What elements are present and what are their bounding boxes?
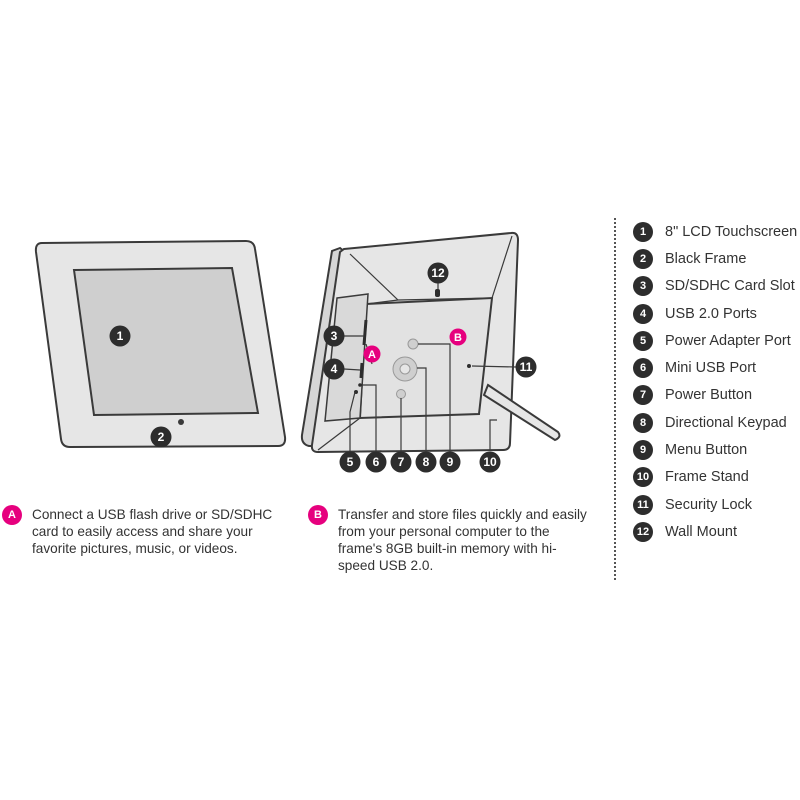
- svg-text:5: 5: [347, 455, 354, 469]
- badge-8: 8: [415, 451, 437, 473]
- svg-text:10: 10: [483, 455, 497, 469]
- legend-label: 8" LCD Touchscreen: [665, 223, 798, 240]
- badge-5: 5: [339, 451, 361, 473]
- diagram-badges: 1 2 3 4 5 6 7 8 9 10 11 12 A B: [109, 262, 537, 473]
- legend-item: 7 Power Button: [633, 382, 800, 409]
- legend-item: 8 Directional Keypad: [633, 409, 800, 436]
- badge-11: 11: [515, 356, 537, 378]
- legend: 1 8" LCD Touchscreen 2 Black Frame 3 SD/SDH…: [633, 218, 800, 546]
- power-button: [396, 389, 406, 399]
- legend-number-badge: 8: [633, 412, 653, 433]
- security-lock: [467, 364, 471, 368]
- frame-stand: [482, 383, 561, 442]
- legend-item: 4 USB 2.0 Ports: [633, 300, 800, 327]
- legend-number-badge: 10: [633, 467, 653, 488]
- svg-text:6: 6: [373, 455, 380, 469]
- badge-9: 9: [439, 451, 461, 473]
- legend-label: Menu Button: [665, 442, 748, 459]
- callout-b-text: Transfer and store files quickly and eas…: [338, 507, 587, 573]
- directional-keypad-center: [399, 363, 411, 375]
- legend-item: 1 8" LCD Touchscreen: [633, 218, 800, 245]
- legend-label: SD/SDHC Card Slot: [665, 278, 795, 295]
- badge-7: 7: [390, 451, 412, 473]
- badge-3: 3: [323, 325, 345, 347]
- legend-number-badge: 7: [633, 385, 653, 406]
- front-sensor: [178, 419, 184, 425]
- callout-b: B Transfer and store files quickly and e…: [308, 505, 593, 574]
- wall-mount-hole: [435, 289, 440, 297]
- menu-button: [407, 338, 419, 350]
- svg-text:8: 8: [423, 455, 430, 469]
- badge-10: 10: [479, 451, 501, 473]
- front-screen: [72, 266, 260, 417]
- legend-number-badge: 2: [633, 248, 653, 269]
- back-view: [300, 231, 561, 454]
- svg-text:7: 7: [398, 455, 405, 469]
- legend-label: Wall Mount: [665, 523, 737, 540]
- badge-a: A: [363, 345, 381, 363]
- callout-a: A Connect a USB flash drive or SD/SDHC c…: [2, 505, 294, 557]
- legend-label: Power Adapter Port: [665, 332, 791, 349]
- leader-lines: [343, 283, 517, 451]
- svg-text:9: 9: [447, 455, 454, 469]
- legend-number-badge: 6: [633, 358, 653, 379]
- badge-4: 4: [323, 358, 345, 380]
- legend-item: 9 Menu Button: [633, 436, 800, 463]
- svg-text:3: 3: [331, 329, 338, 343]
- legend-item: 3 SD/SDHC Card Slot: [633, 273, 800, 300]
- legend-number-badge: 4: [633, 303, 653, 324]
- svg-text:B: B: [454, 332, 462, 344]
- mini-usb-port: [358, 383, 362, 387]
- legend-label: Mini USB Port: [665, 360, 757, 377]
- badge-b: B: [449, 328, 467, 346]
- svg-text:12: 12: [431, 266, 445, 280]
- legend-item: 10 Frame Stand: [633, 464, 800, 491]
- sd-slot: [362, 319, 368, 346]
- legend-label: Directional Keypad: [665, 414, 787, 431]
- usb-port: [359, 362, 364, 379]
- badge-12: 12: [427, 262, 449, 284]
- svg-text:1: 1: [117, 329, 124, 343]
- legend-item: 2 Black Frame: [633, 245, 800, 272]
- legend-number-badge: 1: [633, 221, 653, 242]
- legend-item: 5 Power Adapter Port: [633, 327, 800, 354]
- legend-label: USB 2.0 Ports: [665, 305, 757, 322]
- callout-a-badge: A: [2, 505, 22, 525]
- legend-number-badge: 3: [633, 276, 653, 297]
- dotted-divider: [614, 218, 616, 580]
- callout-a-text: Connect a USB flash drive or SD/SDHC car…: [32, 507, 273, 556]
- legend-item: 6 Mini USB Port: [633, 354, 800, 381]
- legend-number-badge: 12: [633, 521, 653, 542]
- legend-label: Frame Stand: [665, 469, 749, 486]
- badge-6: 6: [365, 451, 387, 473]
- legend-item: 11 Security Lock: [633, 491, 800, 518]
- legend-number-badge: 5: [633, 330, 653, 351]
- svg-text:A: A: [368, 349, 376, 361]
- badge-1: 1: [109, 325, 131, 347]
- callout-b-badge: B: [308, 505, 328, 525]
- legend-number-badge: 11: [633, 494, 653, 515]
- front-view: [34, 239, 287, 449]
- legend-label: Security Lock: [665, 496, 753, 513]
- svg-text:4: 4: [331, 362, 338, 376]
- svg-text:11: 11: [520, 360, 533, 374]
- badge-2: 2: [150, 426, 172, 448]
- svg-text:2: 2: [158, 430, 165, 444]
- legend-label: Black Frame: [665, 250, 747, 267]
- legend-label: Power Button: [665, 387, 753, 404]
- legend-number-badge: 9: [633, 440, 653, 461]
- legend-item: 12 Wall Mount: [633, 518, 800, 545]
